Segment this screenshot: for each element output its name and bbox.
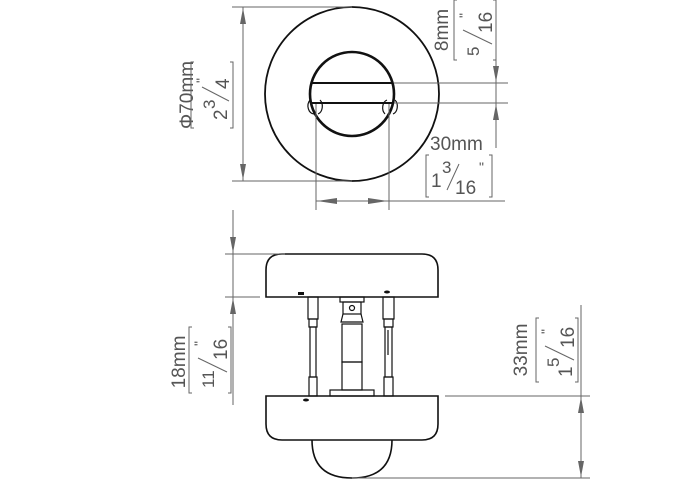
knob-width-inch-bracket: 1 3 16 " bbox=[425, 154, 493, 199]
knob-width-metric: 30mm bbox=[430, 134, 483, 155]
slot-width-metric: 8mm bbox=[432, 9, 453, 51]
cap-height-metric: 18mm bbox=[169, 336, 190, 389]
total-height-inch-num: 5 bbox=[544, 358, 563, 367]
diameter-inch-whole: 2 bbox=[211, 109, 232, 120]
svg-text:Φ70mm: Φ70mm bbox=[177, 61, 198, 129]
arrow-icon bbox=[493, 66, 499, 82]
arrow-icon bbox=[230, 237, 236, 253]
arrow-icon bbox=[578, 461, 584, 477]
inch-mark: " bbox=[193, 78, 209, 83]
knob-width-inch-whole: 1 bbox=[431, 171, 442, 192]
cap-height-dimension: 18mm 11 16 " bbox=[169, 210, 285, 405]
right-post-upper bbox=[382, 296, 395, 320]
arrow-icon bbox=[317, 198, 337, 204]
cap-height-inch-num: 11 bbox=[199, 370, 218, 388]
diameter-inch-num: 3 bbox=[200, 100, 219, 109]
arrow-icon bbox=[240, 164, 246, 180]
top-view bbox=[264, 6, 440, 182]
total-height-dimension: 33mm 1 5 16 " bbox=[352, 305, 590, 479]
arrow-icon bbox=[578, 397, 584, 413]
arrow-icon bbox=[493, 104, 499, 120]
spindle-body bbox=[341, 323, 363, 363]
slot-width-dimension: 8mm 5 16 " bbox=[394, 0, 508, 148]
inch-mark: " bbox=[191, 341, 207, 346]
arrow-icon bbox=[240, 8, 246, 24]
screw-mark-right bbox=[382, 99, 388, 115]
diameter-inch-bracket: 2 3 4 " bbox=[190, 61, 234, 129]
left-post-upper bbox=[307, 296, 319, 320]
slot-width-inch-bracket: 5 16 " bbox=[453, 0, 497, 61]
diameter-metric: 70mm bbox=[177, 61, 198, 114]
screw-mark-left-2 bbox=[317, 99, 323, 115]
slot-width-inch-den: 16 bbox=[476, 12, 497, 33]
inch-mark: " bbox=[456, 13, 472, 18]
cap-height-inch-den: 16 bbox=[211, 339, 232, 360]
total-height-metric: 33mm bbox=[511, 324, 532, 377]
inner-knob-circle bbox=[308, 50, 396, 138]
bottom-cap bbox=[265, 395, 439, 441]
total-height-inch-bracket: 1 5 16 " bbox=[535, 317, 579, 383]
diameter-dimension: Φ70mm 2 3 4 " bbox=[177, 6, 352, 182]
top-cap bbox=[265, 253, 439, 298]
total-height-inch-den: 16 bbox=[558, 327, 579, 348]
inch-mark: " bbox=[479, 159, 484, 175]
side-view bbox=[265, 253, 439, 479]
knob-width-inch-num: 3 bbox=[442, 158, 451, 177]
knob-width-inch-den: 16 bbox=[455, 178, 476, 199]
total-height-inch-whole: 1 bbox=[556, 366, 577, 377]
spindle-base bbox=[329, 389, 375, 397]
knob-width-dimension: 30mm 1 3 16 " bbox=[315, 104, 505, 210]
bottom-dome bbox=[311, 439, 393, 479]
cap-height-inch-bracket: 11 16 " bbox=[188, 326, 232, 394]
screw-mark-left bbox=[307, 99, 315, 115]
screw-mark-right-2 bbox=[392, 99, 398, 115]
slot-width-inch-num: 5 bbox=[464, 47, 483, 56]
arrow-icon bbox=[230, 298, 236, 314]
arrow-icon bbox=[368, 198, 388, 204]
outer-rosette-circle bbox=[264, 6, 440, 182]
diameter-symbol: Φ bbox=[177, 114, 198, 129]
diameter-inch-den: 4 bbox=[213, 78, 234, 89]
inch-mark: " bbox=[538, 329, 554, 334]
